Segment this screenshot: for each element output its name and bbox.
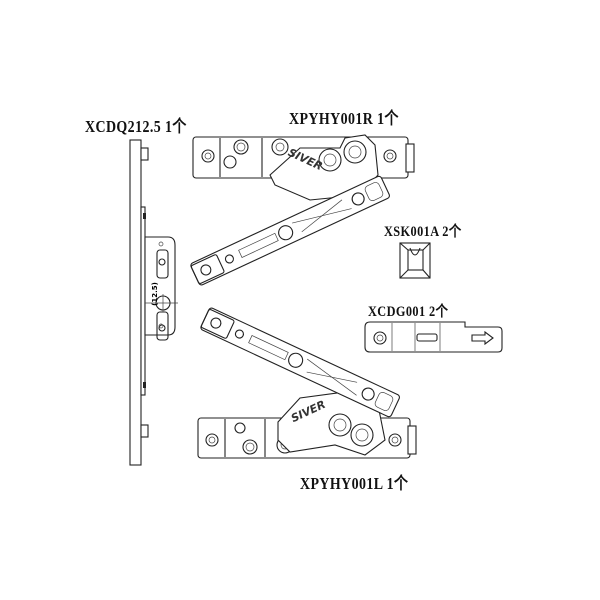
part-qty: 1个	[377, 109, 399, 128]
striker-drawing	[399, 242, 431, 279]
part-code: XCDQ212.5	[85, 117, 162, 136]
guide-drawing	[364, 321, 503, 353]
part-code: XPYHY001R	[289, 109, 374, 128]
part-qty: 1个	[386, 474, 409, 493]
part-code: XSK001A	[384, 224, 439, 240]
part-qty: 1个	[165, 117, 187, 136]
hinge-left-label: XPYHY001L 1个	[300, 469, 408, 494]
dimension-label: (12.5)	[150, 282, 159, 306]
hinge-right-label: XPYHY001R 1个	[289, 104, 399, 129]
guide-label: XCDG001 2个	[368, 300, 448, 321]
part-qty: 2个	[442, 224, 462, 240]
hinge-right-drawing	[190, 134, 415, 286]
hinge-left-drawing	[197, 307, 417, 459]
part-qty: 2个	[429, 304, 449, 320]
part-code: XCDG001	[368, 304, 426, 320]
part-code: XPYHY001L	[300, 474, 383, 493]
lock-bar-drawing	[129, 139, 178, 466]
striker-label: XSK001A 2个	[384, 220, 462, 241]
lock-bar-label: XCDQ212.5 1个	[85, 112, 187, 137]
